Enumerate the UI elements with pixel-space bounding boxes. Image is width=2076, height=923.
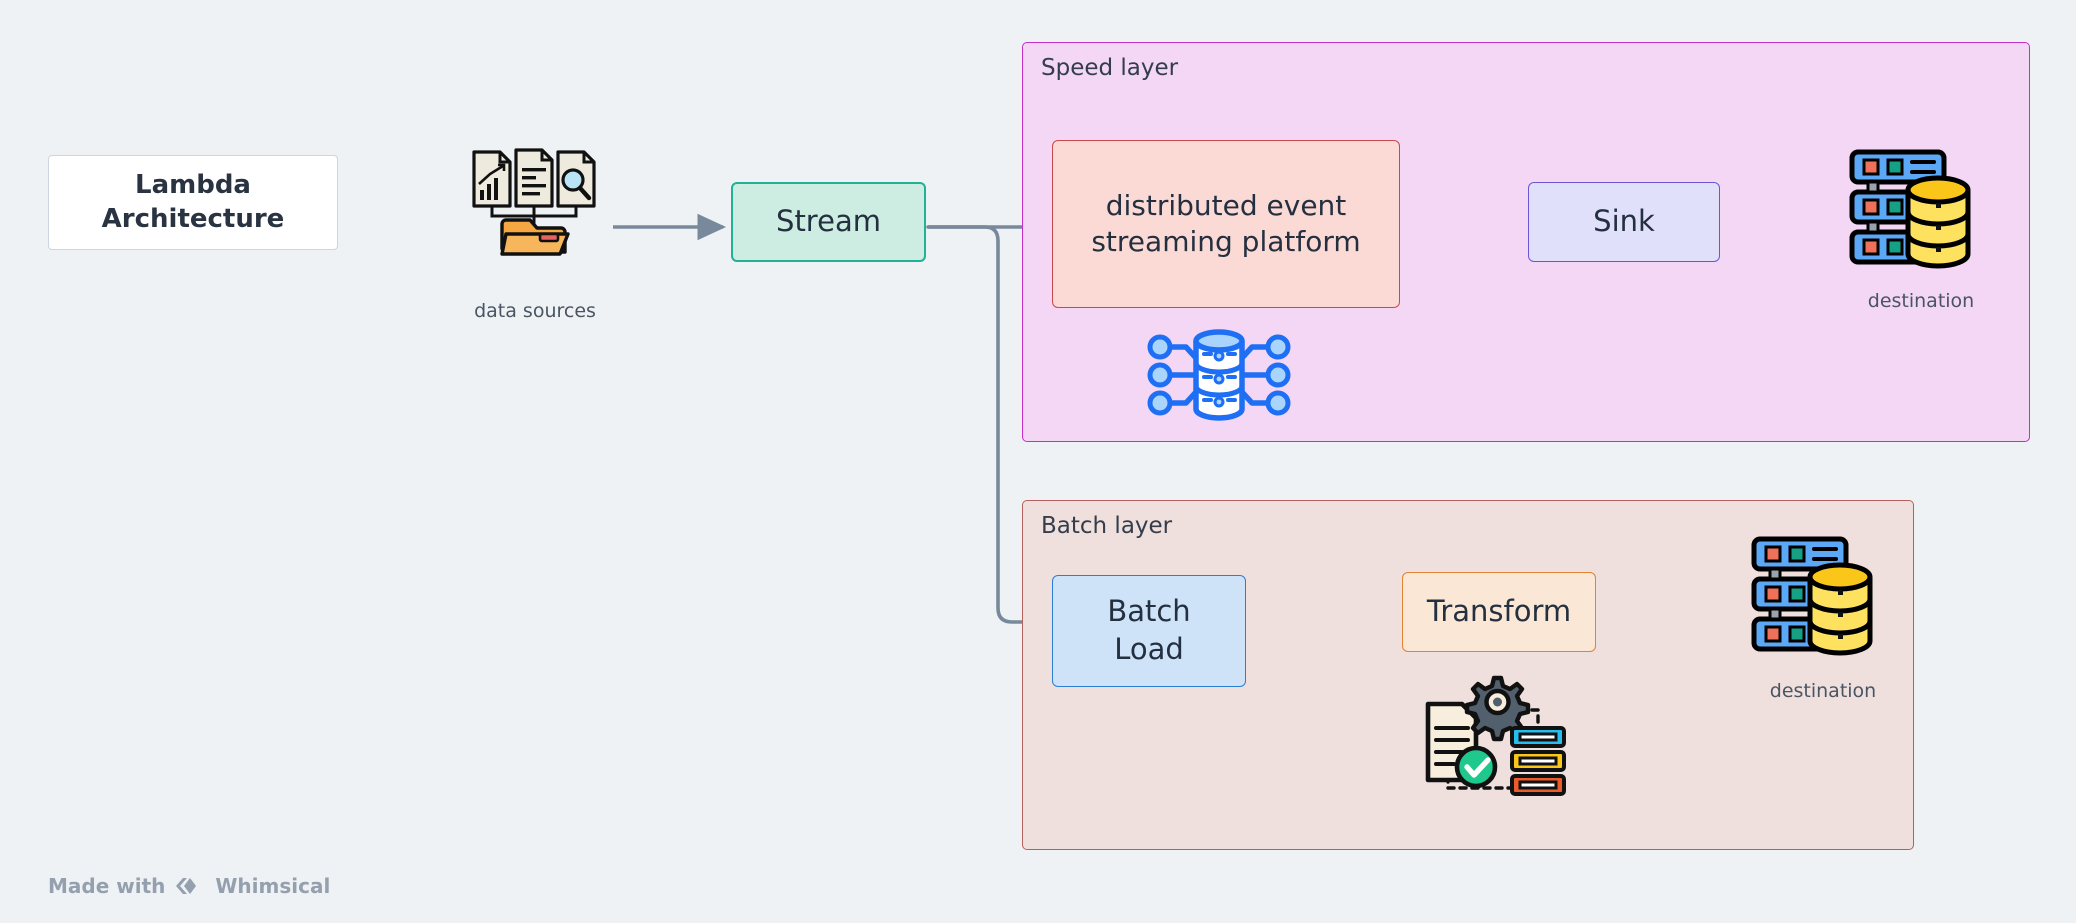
node-stream[interactable]: Stream — [731, 182, 926, 262]
document-text-icon — [514, 148, 554, 208]
speed-destination-label: destination — [1867, 290, 1975, 312]
speed-destination-icon — [1846, 148, 1996, 278]
speed-layer-label: Speed layer — [1041, 55, 1179, 81]
whimsical-logo-icon — [175, 874, 205, 898]
distributed-database-icon — [1138, 325, 1300, 425]
etl-process-icon — [1420, 675, 1570, 803]
batch-destination-label: destination — [1769, 680, 1877, 702]
gear-icon — [1464, 675, 1531, 742]
made-with-label: Made with — [48, 874, 166, 898]
document-search-icon — [556, 150, 596, 208]
node-sink[interactable]: Sink — [1528, 182, 1720, 262]
data-sources-icon — [470, 148, 600, 258]
document-chart-icon — [472, 150, 512, 208]
folder-icon — [500, 218, 570, 256]
batch-load-line-1: Batch — [1107, 594, 1191, 629]
batch-destination-icon — [1748, 535, 1898, 665]
connector-stream-to-batch — [926, 225, 1024, 624]
batch-layer-label: Batch layer — [1041, 513, 1173, 539]
title-line-2: Architecture — [101, 203, 285, 234]
batch-load-line-2: Load — [1114, 632, 1184, 666]
title-line-1: Lambda — [135, 169, 251, 200]
diagram-title-card: Lambda Architecture — [48, 155, 338, 250]
check-circle-icon — [1454, 745, 1498, 789]
node-batch-load[interactable]: Batch Load — [1052, 575, 1246, 687]
made-with-whimsical-footer[interactable]: Made with Whimsical — [48, 874, 330, 898]
whimsical-brand-label: Whimsical — [215, 874, 331, 898]
node-transform[interactable]: Transform — [1402, 572, 1596, 652]
node-distributed-event-streaming-platform[interactable]: distributed event streaming platform — [1052, 140, 1400, 308]
data-sources-label: data sources — [474, 300, 596, 322]
